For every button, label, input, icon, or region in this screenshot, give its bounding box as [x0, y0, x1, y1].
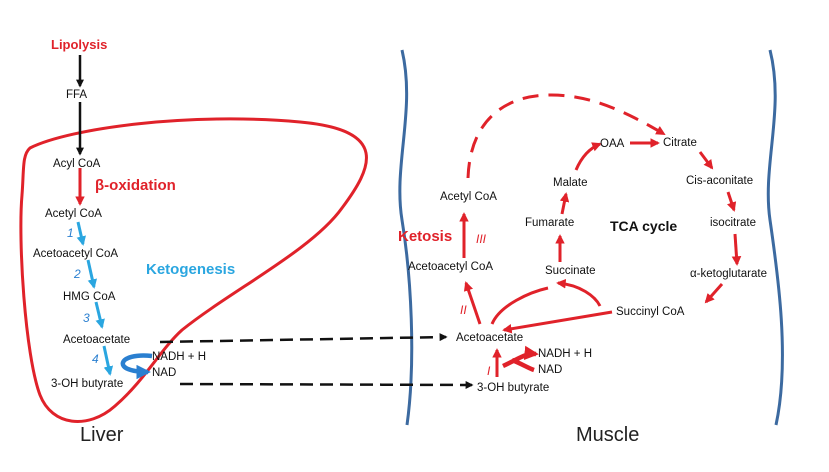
ffa-label: FFA [66, 89, 88, 101]
muscle-acetoacetate-label: Acetoacetate [456, 332, 524, 344]
liver-oh-butyrate-label: 3-OH butyrate [51, 378, 124, 390]
liver-acetoacetyl-coa-label: Acetoacetyl CoA [33, 248, 119, 260]
liver-nadh-label: NADH + H [152, 351, 206, 363]
arrow-nadh-nad-muscle [502, 345, 539, 369]
arrow-butyrate-transport [179, 380, 474, 389]
hmg-coa-label: HMG CoA [63, 291, 116, 303]
arrow-nad-curve-muscle [511, 357, 535, 373]
muscle-right-membrane [766, 49, 784, 426]
arrow-isocitrate-akg [731, 233, 742, 266]
lipolysis-label: Lipolysis [51, 37, 108, 52]
succinate-label: Succinate [545, 265, 596, 277]
citrate-label: Citrate [663, 137, 697, 149]
beta-oxidation-label: β-oxidation [95, 177, 176, 194]
muscle-acetyl-coa-label: Acetyl CoA [440, 191, 497, 203]
arrow-cisaconitate-isocitrate [726, 191, 737, 212]
step-III-label: III [476, 232, 487, 246]
arrow-succinylcoa-acetoacetate [502, 310, 613, 334]
muscle-nad-label: NAD [538, 364, 563, 376]
arrow-malate-oaa [574, 142, 602, 171]
step-2-label: 2 [74, 267, 81, 281]
malate-label: Malate [553, 177, 588, 189]
oaa-label: OAA [600, 138, 625, 150]
arrow-step-1 [76, 221, 86, 246]
step-3-label: 3 [83, 311, 90, 325]
step-II-label: II [460, 303, 467, 317]
muscle-acetoacetyl-coa-label: Acetoacetyl CoA [408, 261, 494, 273]
liver-acetyl-coa-label: Acetyl CoA [45, 208, 102, 220]
tca-cycle-label: TCA cycle [610, 218, 678, 234]
liver-nad-label: NAD [152, 367, 177, 379]
succinyl-coa-label: Succinyl CoA [616, 306, 685, 318]
cis-aconitate-label: Cis-aconitate [686, 175, 754, 187]
muscle-panel-label: Muscle [576, 424, 640, 446]
arrow-acetoacetate-transport [159, 333, 448, 344]
arrow-step-3 [94, 301, 105, 329]
step-I-label: I [487, 364, 491, 378]
alpha-ketoglutarate-label: α-ketoglutarate [690, 268, 767, 280]
ketosis-label: Ketosis [398, 228, 453, 245]
arrow-step-2 [86, 259, 98, 289]
fumarate-label: Fumarate [525, 217, 575, 229]
arrow-citrate-cisaconitate [698, 151, 714, 170]
arrow-acetylcoa-citrate [466, 93, 666, 179]
step-1-label: 1 [67, 226, 74, 240]
liver-panel-label: Liver [80, 424, 124, 446]
arrow-step-4 [102, 345, 114, 376]
step-4-label: 4 [92, 352, 99, 366]
arrow-fumarate-malate [559, 192, 570, 215]
arrow-step-II [463, 281, 482, 325]
arrow-return-acetoacetate-loop [490, 286, 549, 325]
muscle-nadh-label: NADH + H [538, 348, 592, 360]
liver-acetoacetate-label: Acetoacetate [63, 334, 131, 346]
muscle-left-membrane [398, 49, 414, 426]
arrow-akg-succinylcoa [704, 283, 724, 304]
ketogenesis-label: Ketogenesis [146, 261, 236, 278]
isocitrate-label: isocitrate [710, 217, 757, 229]
arrow-nadh-nad-liver [120, 353, 153, 380]
muscle-oh-butyrate-label: 3-OH butyrate [477, 382, 550, 394]
liver-acyl-coa-label: Acyl CoA [53, 158, 101, 170]
liver-outline [19, 117, 368, 423]
arrow-succinylcoa-succinate [556, 278, 602, 307]
